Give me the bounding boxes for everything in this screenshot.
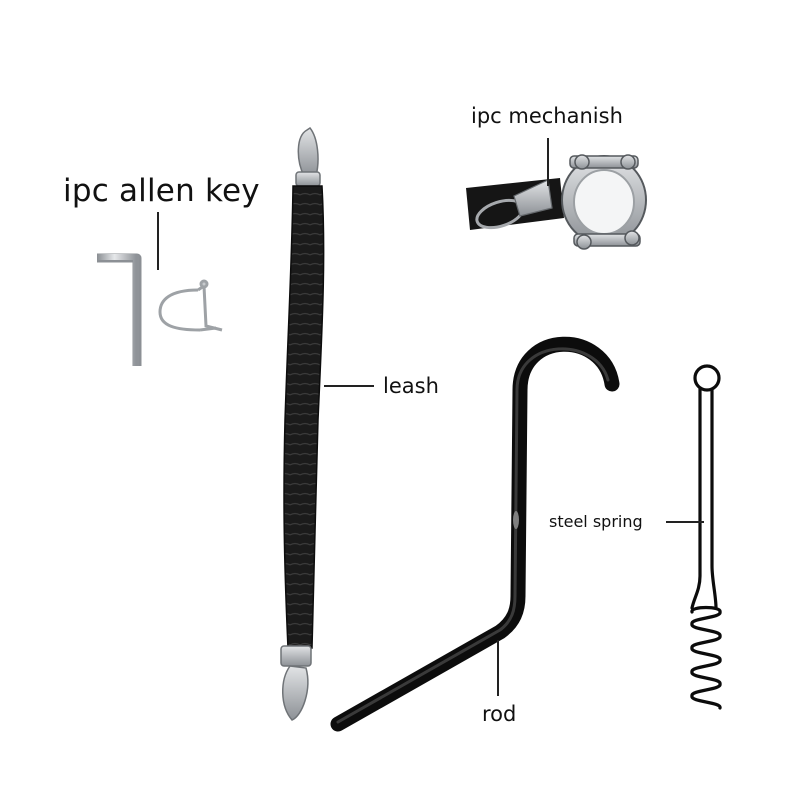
label-rod: rod bbox=[482, 702, 517, 726]
label-mechanism: ipc mechanish bbox=[471, 104, 623, 128]
clamp-mechanism-icon bbox=[466, 154, 647, 250]
allen-key-icon bbox=[97, 253, 142, 366]
steel-spring-icon bbox=[690, 364, 722, 710]
label-leash: leash bbox=[383, 374, 439, 398]
rod-icon bbox=[330, 336, 620, 732]
label-allen-key: ipc allen key bbox=[63, 173, 260, 209]
label-steel-spring: steel spring bbox=[549, 512, 643, 531]
linch-pin-icon bbox=[158, 279, 223, 332]
leash-icon bbox=[280, 126, 325, 721]
